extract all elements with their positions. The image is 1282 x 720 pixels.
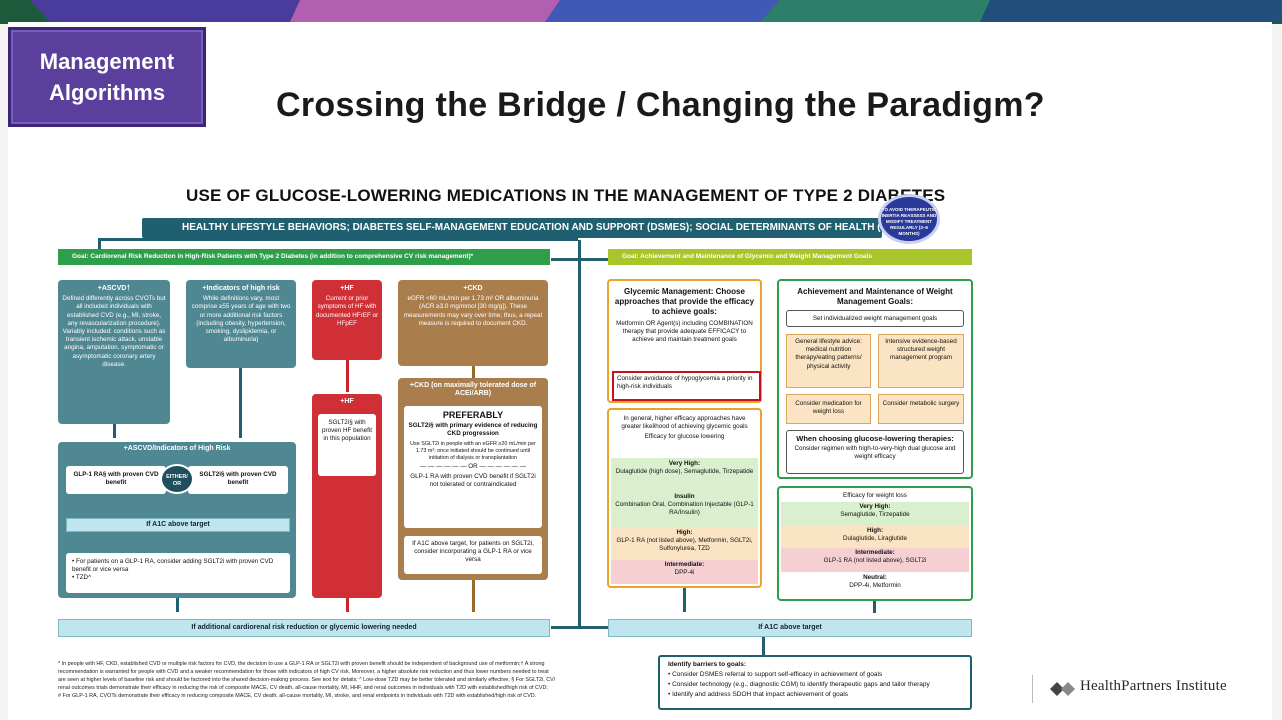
arrow-to-barriers xyxy=(762,637,765,655)
center-connector-vertical xyxy=(578,240,581,628)
ckd-preferably-panel: PREFERABLY SGLT2i§ with primary evidence… xyxy=(404,406,542,528)
ascvd-head: +ASCVD† xyxy=(97,285,131,292)
right-bottom-bar: If A1C above target xyxy=(608,619,972,637)
barriers-head: Identify barriers to goals: xyxy=(668,661,747,668)
ascvd-bullet-1: • For patients on a GLP-1 RA, consider a… xyxy=(72,558,274,573)
when-choosing-head: When choosing glucose-lowering therapies… xyxy=(796,434,954,443)
metabolic-surgery: Consider metabolic surgery xyxy=(878,394,964,424)
weight-head: Achievement and Maintenance of Weight Ma… xyxy=(797,287,953,306)
arrow-ckd-bottom xyxy=(472,580,475,612)
footnote-line: # For GLP-1 RA, CVOTs demonstrate their … xyxy=(58,693,537,699)
choosing-therapies-panel: When choosing glucose-lowering therapies… xyxy=(786,430,964,474)
footnote-line: recommendation is warranted for people w… xyxy=(58,669,549,675)
ckd-p2: Use SGLT2i in people with an eGFR ≥20 mL… xyxy=(410,441,536,462)
badge-line2: Algorithms xyxy=(48,80,166,105)
weight-high-band: High:Dulaglutide, Liraglutide xyxy=(781,526,969,548)
arrow-weight-bottom xyxy=(873,601,876,613)
medication-for-weight-loss: Consider medication for weight loss xyxy=(786,394,871,424)
weight-very-high-band: Very High:Semaglutide, Tirzepatide xyxy=(781,502,969,526)
arrow-ascvd xyxy=(113,424,116,438)
healthpartners-logo-text: HealthPartners Institute xyxy=(1080,678,1227,694)
hf-sglt2-text: SGLT2i§ with proven HF benefit in this p… xyxy=(318,414,376,476)
ckd-body: eGFR <60 mL/min per 1.73 m² OR albuminur… xyxy=(403,295,543,327)
glp1-option: GLP-1 RA§ with proven CVD benefit xyxy=(66,466,166,494)
barriers-box: Identify barriers to goals: • Consider D… xyxy=(658,655,972,710)
ckd-a1c-note: If A1C above target, for patients on SGL… xyxy=(404,536,542,574)
lifestyle-banner: HEALTHY LIFESTYLE BEHAVIORS; DIABETES SE… xyxy=(142,218,913,238)
footnote-line: are seen at higher levels of baseline ri… xyxy=(58,677,556,683)
ckd-box: +CKD eGFR <60 mL/min per 1.73 m² OR albu… xyxy=(398,280,548,366)
ckd2-head: +CKD (on maximally tolerated dose of ACE… xyxy=(409,382,537,398)
ascvd-a1c-bar: If A1C above target xyxy=(66,518,290,532)
hf-head: +HF xyxy=(340,285,354,292)
ascvd-bullet-2: • TZD^ xyxy=(72,574,92,581)
footnotes: * In people with HF, CKD, established CV… xyxy=(58,660,648,712)
weight-intermediate-band: Intermediate:GLP-1 RA (not listed above)… xyxy=(781,548,969,572)
management-algorithms-badge: Management Algorithms xyxy=(8,27,206,127)
ckd-or: — — — — — — OR — — — — — — xyxy=(419,463,526,471)
logo-divider xyxy=(1032,675,1033,703)
glycemic-body: Metformin OR Agent(s) including COMBINAT… xyxy=(616,320,753,344)
glycemic-goal-bar: Goal: Achievement and Maintenance of Gly… xyxy=(608,249,972,265)
footnote-line: renal outcomes trials demonstrate their … xyxy=(58,685,548,691)
high-risk-head: +Indicators of high risk xyxy=(202,285,280,292)
barrier-1: • Consider DSMES referral to support sel… xyxy=(668,671,883,678)
reassess-seal: TO AVOID THERAPEUTIC INERTIA REASSESS AN… xyxy=(878,194,940,244)
healthpartners-logo-icon xyxy=(1050,680,1076,698)
ascvd-box: +ASCVD† Defined differently across CVOTs… xyxy=(58,280,170,424)
hf2-head: +HF xyxy=(340,398,354,405)
dual-efficacy-text: Consider regimen with high-to-very-high … xyxy=(794,445,956,461)
glucose-very-high-band: Very High:Dulaglutide (high dose), Semag… xyxy=(611,458,758,492)
glycemic-head: Glycemic Management: Choose approaches t… xyxy=(614,287,755,316)
arrow-glycemic-bottom xyxy=(683,588,686,612)
general-efficacy-text: In general, higher efficacy approaches h… xyxy=(621,415,748,431)
glucose-efficacy-title: Efficacy for glucose lowering xyxy=(644,433,725,441)
slide-title: Crossing the Bridge / Changing the Parad… xyxy=(276,86,1045,124)
cardiorenal-goal-bar: Goal: Cardiorenal Risk Reduction in High… xyxy=(58,249,550,265)
set-weight-goals: Set individualized weight management goa… xyxy=(786,310,964,327)
glucose-high-band: High:GLP-1 RA (not listed above), Metfor… xyxy=(611,528,758,560)
left-bottom-bar: If additional cardiorenal risk reduction… xyxy=(58,619,550,637)
footnote-line: * In people with HF, CKD, established CV… xyxy=(58,661,545,667)
hypoglycemia-highlight-box: Consider avoidance of hypoglycemia a pri… xyxy=(612,371,761,401)
high-risk-box: +Indicators of high risk While definitio… xyxy=(186,280,296,368)
left-connector xyxy=(98,238,101,250)
barrier-3: • Identify and address SDOH that impact … xyxy=(668,691,849,698)
ckd-p3: GLP-1 RA with proven CVD benefit if SGLT… xyxy=(410,472,536,488)
arrow-risk xyxy=(239,368,242,438)
barrier-2: • Consider technology (e.g., diagnostic … xyxy=(668,681,930,688)
lifestyle-advice: General lifestyle advice: medical nutrit… xyxy=(786,334,871,388)
ascvd-group-head: +ASCVD/Indicators of High Risk xyxy=(123,445,231,452)
hf-box: +HF Current or prior symptoms of HF with… xyxy=(312,280,382,360)
weight-efficacy-title: Efficacy for weight loss xyxy=(843,492,907,499)
top-banner-stripe xyxy=(0,0,1282,24)
arrow-ckd xyxy=(472,366,475,378)
hf-body: Current or prior symptoms of HF with doc… xyxy=(315,295,379,327)
center-connector-bottom xyxy=(551,626,609,629)
sglt2-option: SGLT2i§ with proven CVD benefit xyxy=(188,466,288,494)
either-or-circle: EITHER/ OR xyxy=(160,464,194,494)
glucose-intermediate-band: Intermediate:DPP-4i xyxy=(611,560,758,584)
chart-title: USE OF GLUCOSE-LOWERING MEDICATIONS IN T… xyxy=(186,186,946,205)
preferably-label: PREFERABLY xyxy=(442,410,504,420)
ckd-p1: SGLT2i§ with primary evidence of reducin… xyxy=(408,422,538,438)
ascvd-body: Defined differently across CVOTs but all… xyxy=(62,295,166,368)
arrow-hf xyxy=(346,360,349,392)
high-risk-body: While definitions vary, most comprise ≥5… xyxy=(191,295,291,344)
ascvd-bullets: • For patients on a GLP-1 RA, consider a… xyxy=(66,553,290,593)
arrow-hf-bottom xyxy=(346,598,349,612)
top-connector-left xyxy=(98,238,578,241)
weight-neutral-band: Neutral:DPP-4i, Metformin xyxy=(849,574,901,590)
intensive-program: Intensive evidence-based structured weig… xyxy=(878,334,964,388)
arrow-ascvd-bottom xyxy=(176,598,179,612)
ckd-head: +CKD xyxy=(463,285,483,292)
badge-line1: Management xyxy=(39,49,175,74)
